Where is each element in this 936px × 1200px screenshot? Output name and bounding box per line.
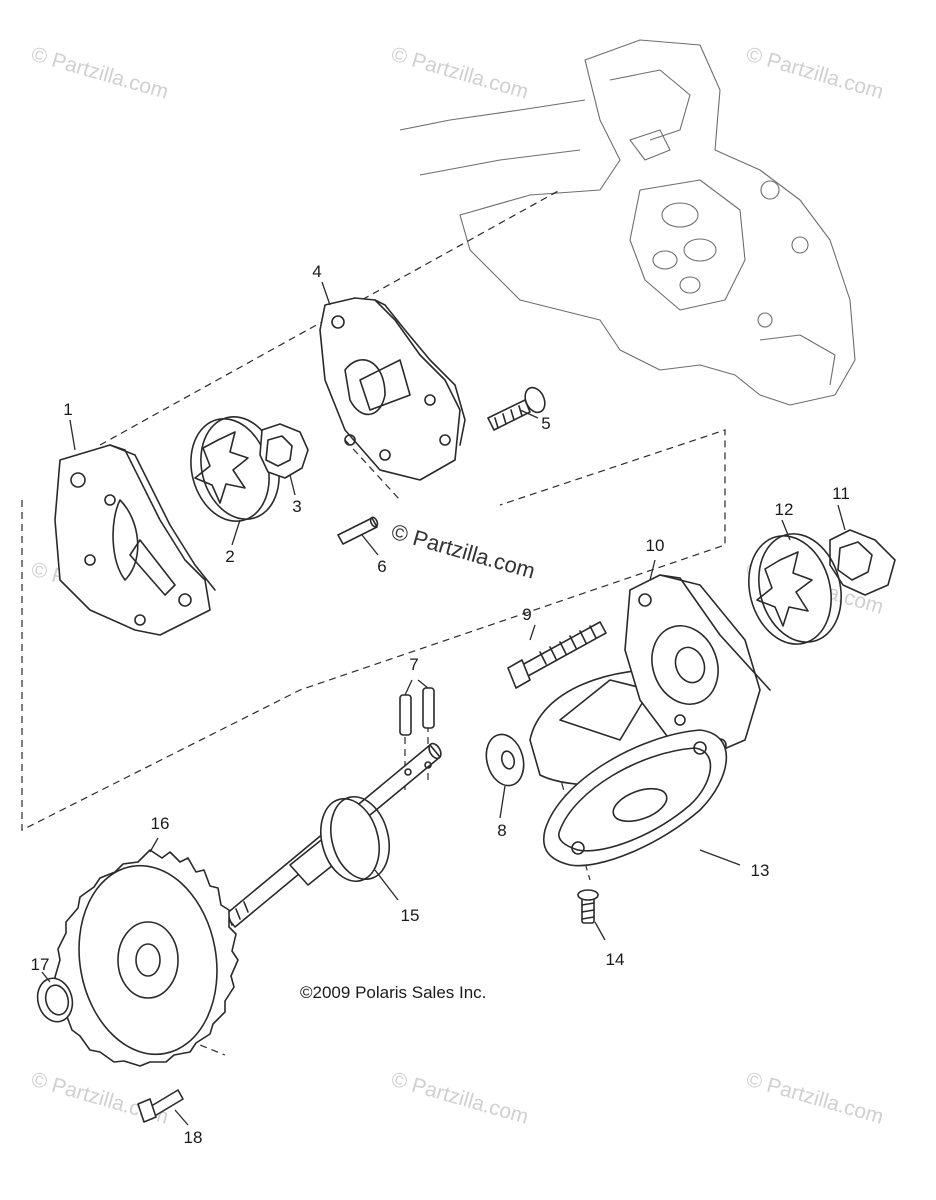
callout-3: 3 xyxy=(292,497,301,516)
part-16-drive-gear xyxy=(54,849,239,1067)
callout-16: 16 xyxy=(151,814,170,833)
callout-17: 17 xyxy=(31,955,50,974)
callout-leaders xyxy=(41,281,846,1126)
callout-13: 13 xyxy=(751,861,770,880)
watermark-bottom-middle: © Partzilla.com xyxy=(389,1068,531,1129)
copyright-notice: ©2009 Polaris Sales Inc. xyxy=(300,983,486,1002)
part-8-washer xyxy=(485,733,525,787)
part-1-pump-cover xyxy=(54,444,216,636)
part-4-pump-plate xyxy=(319,297,466,481)
callout-5: 5 xyxy=(541,414,550,433)
callout-2: 2 xyxy=(225,547,234,566)
part-15-pump-shaft xyxy=(224,742,442,928)
callout-1: 1 xyxy=(63,400,72,419)
part-10-pump-housing xyxy=(529,574,771,786)
callout-8: 8 xyxy=(497,821,506,840)
callout-9: 9 xyxy=(522,605,531,624)
callout-14: 14 xyxy=(606,950,625,969)
watermark-center: © Partzilla.com xyxy=(389,519,538,584)
part-14-screw xyxy=(577,889,599,924)
watermark-top-right: © Partzilla.com xyxy=(744,43,886,104)
part-5-screw xyxy=(487,386,546,431)
watermark-bottom-right: © Partzilla.com xyxy=(744,1068,886,1129)
part-3-inner-rotor xyxy=(259,423,309,479)
callout-12: 12 xyxy=(775,500,794,519)
part-11-inner-rotor xyxy=(829,529,896,596)
callout-7: 7 xyxy=(409,655,418,674)
part-9-bolt xyxy=(507,621,607,689)
callout-numbers: 1 2 3 4 5 6 7 8 9 10 11 12 13 14 15 16 1… xyxy=(31,262,850,1147)
callout-6: 6 xyxy=(377,557,386,576)
part-13-gasket xyxy=(543,729,728,867)
part-6-pin xyxy=(337,516,379,545)
part-7-dowel-pins xyxy=(399,687,435,736)
part-18-bolt xyxy=(137,1089,184,1123)
crankcase-housing xyxy=(399,39,856,406)
callout-4: 4 xyxy=(312,262,321,281)
watermark-top-left: © Partzilla.com xyxy=(29,43,171,104)
part-17-snap-ring xyxy=(36,977,74,1023)
part-12-outer-rotor xyxy=(748,533,842,645)
callout-11: 11 xyxy=(832,484,850,503)
callout-15: 15 xyxy=(401,906,420,925)
callout-10: 10 xyxy=(646,536,665,555)
callout-18: 18 xyxy=(184,1128,203,1147)
watermark-top-middle: © Partzilla.com xyxy=(389,43,531,104)
